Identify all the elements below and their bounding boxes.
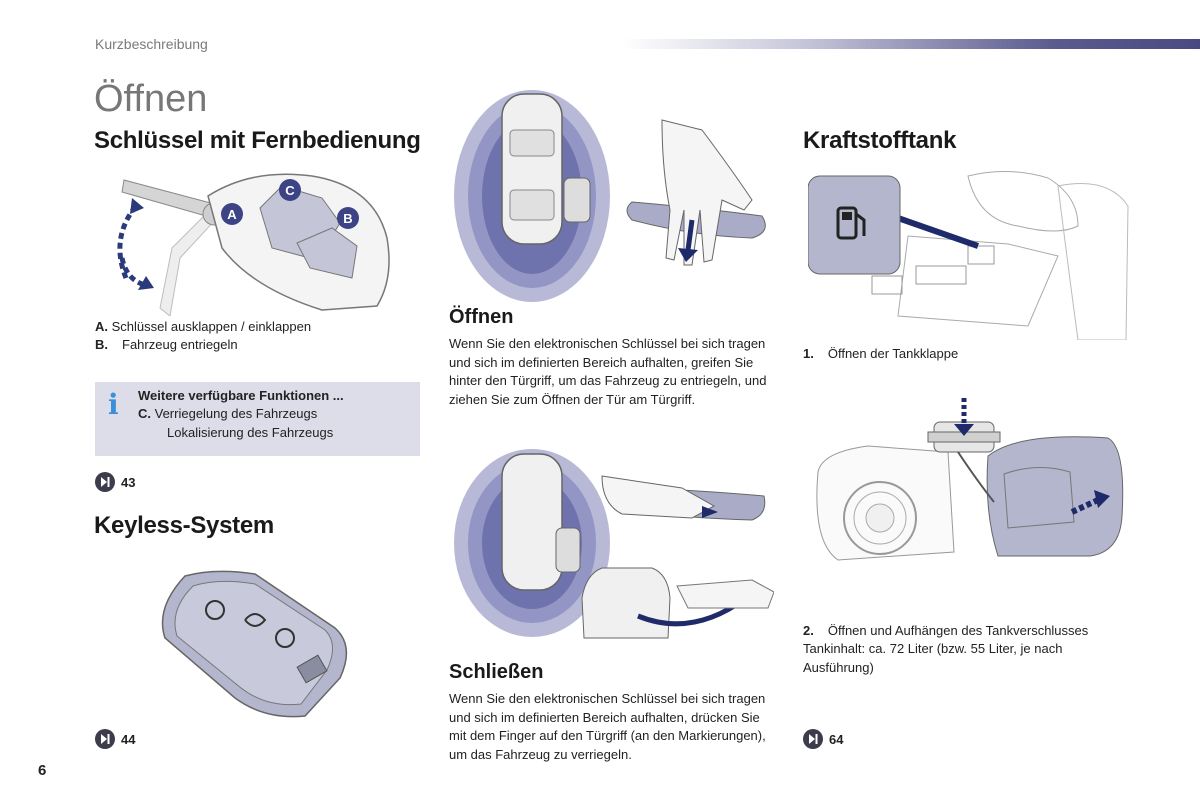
info-heading: Weitere verfügbare Funktionen ... bbox=[138, 388, 344, 403]
page-title: Öffnen bbox=[94, 78, 208, 120]
svg-text:C: C bbox=[285, 183, 295, 198]
page-ref-43[interactable]: 43 bbox=[95, 472, 135, 492]
remote-key-illustration: A C B bbox=[117, 173, 390, 316]
subtitle-open: Öffnen bbox=[449, 306, 514, 328]
legend-a: A. Schlüssel ausklappen / einklappen bbox=[95, 319, 312, 334]
page-ref-44[interactable]: 44 bbox=[95, 729, 135, 749]
page-link-icon bbox=[95, 472, 115, 492]
section-label: Kurzbeschreibung bbox=[95, 36, 208, 52]
info-line-1: C. Verriegelung des Fahrzeugs bbox=[138, 406, 318, 421]
section-title-remote-key: Schlüssel mit Fernbedienung bbox=[94, 127, 421, 154]
page-link-icon bbox=[803, 729, 823, 749]
subtitle-close: Schließen bbox=[449, 661, 544, 683]
info-line-2: Lokalisierung des Fahrzeugs bbox=[167, 425, 334, 440]
fuel-cap-illustration bbox=[816, 398, 1124, 561]
close-description: Wenn Sie den elektronischen Schlüssel be… bbox=[449, 691, 766, 762]
section-title-fuel-tank: Kraftstofftank bbox=[803, 127, 957, 154]
keyless-open-illustration bbox=[454, 90, 766, 302]
keyless-key-illustration bbox=[161, 570, 348, 718]
callout-b: B bbox=[337, 207, 359, 229]
open-description: Wenn Sie den elektronischen Schlüssel be… bbox=[449, 336, 767, 407]
info-icon: i bbox=[108, 388, 119, 421]
section-title-keyless: Keyless-System bbox=[94, 512, 274, 539]
fuel-flap-release-illustration bbox=[808, 166, 1130, 340]
page-link-icon bbox=[95, 729, 115, 749]
page-ref-64[interactable]: 64 bbox=[803, 729, 843, 749]
step-1: 1.Öffnen der Tankklappe bbox=[803, 346, 959, 361]
step-2: 2.Öffnen und Aufhängen des Tankverschlus… bbox=[803, 623, 1089, 638]
tank-capacity: Tankinhalt: ca. 72 Liter (bzw. 55 Liter,… bbox=[803, 641, 1063, 675]
svg-text:B: B bbox=[343, 211, 352, 226]
keyless-lock-illustration bbox=[454, 449, 774, 639]
callout-c: C bbox=[279, 179, 301, 201]
header-bar bbox=[622, 39, 1200, 49]
svg-text:A: A bbox=[227, 207, 237, 222]
callout-a: A bbox=[221, 203, 243, 225]
legend-b: B.Fahrzeug entriegeln bbox=[95, 337, 238, 352]
page-number: 6 bbox=[38, 762, 47, 779]
info-box bbox=[95, 382, 420, 456]
